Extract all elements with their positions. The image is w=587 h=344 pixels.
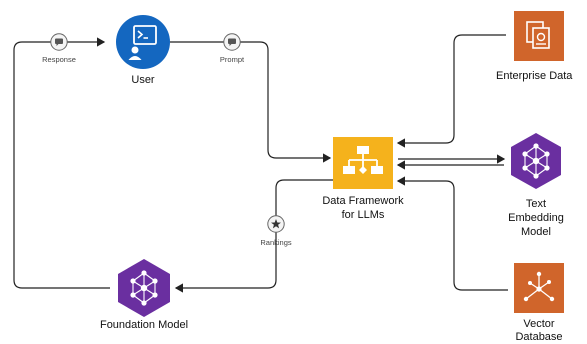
- embedding-label-line3: Model: [521, 226, 551, 238]
- vector-label-line2: Database: [515, 331, 563, 343]
- flowchart-icon: [333, 137, 393, 189]
- prompt-badge: [223, 33, 241, 51]
- response-badge: [50, 33, 68, 51]
- enterprise-connector: [396, 34, 506, 148]
- embedding-node: [510, 132, 562, 190]
- neural-network-icon: [118, 259, 170, 317]
- vector-connector: [396, 176, 508, 291]
- rankings-label: Rankings: [260, 238, 292, 247]
- rankings-connector: [174, 179, 333, 293]
- rankings-badge: [267, 215, 285, 233]
- user-label: User: [131, 74, 155, 86]
- response-label: Response: [42, 55, 76, 64]
- document-stack-icon: [514, 11, 564, 61]
- framework-label-line1: Data Framework: [322, 195, 404, 207]
- enterprise-node: [514, 11, 564, 61]
- star-icon: [267, 215, 285, 233]
- chat-bubble-icon: [50, 33, 68, 51]
- framework-node: [333, 137, 393, 189]
- neural-network-icon: [511, 133, 561, 189]
- foundation-label: Foundation Model: [99, 319, 189, 331]
- foundation-node: [117, 258, 171, 318]
- framework-label-line2: for LLMs: [341, 209, 385, 221]
- prompt-label: Prompt: [219, 55, 245, 64]
- vector-node: [514, 263, 564, 313]
- enterprise-label: Enterprise Data: [496, 70, 573, 82]
- embedding-label-line1: Text: [525, 198, 547, 210]
- response-connector: [13, 37, 110, 289]
- vector-label-line1: Vector: [523, 318, 555, 330]
- chat-bubble-icon: [223, 33, 241, 51]
- vector-graph-icon: [514, 263, 564, 313]
- user-terminal-icon: [116, 15, 170, 69]
- embedding-label-line2: Embedding: [508, 212, 564, 224]
- prompt-connector: [170, 41, 332, 163]
- user-node: [115, 14, 171, 70]
